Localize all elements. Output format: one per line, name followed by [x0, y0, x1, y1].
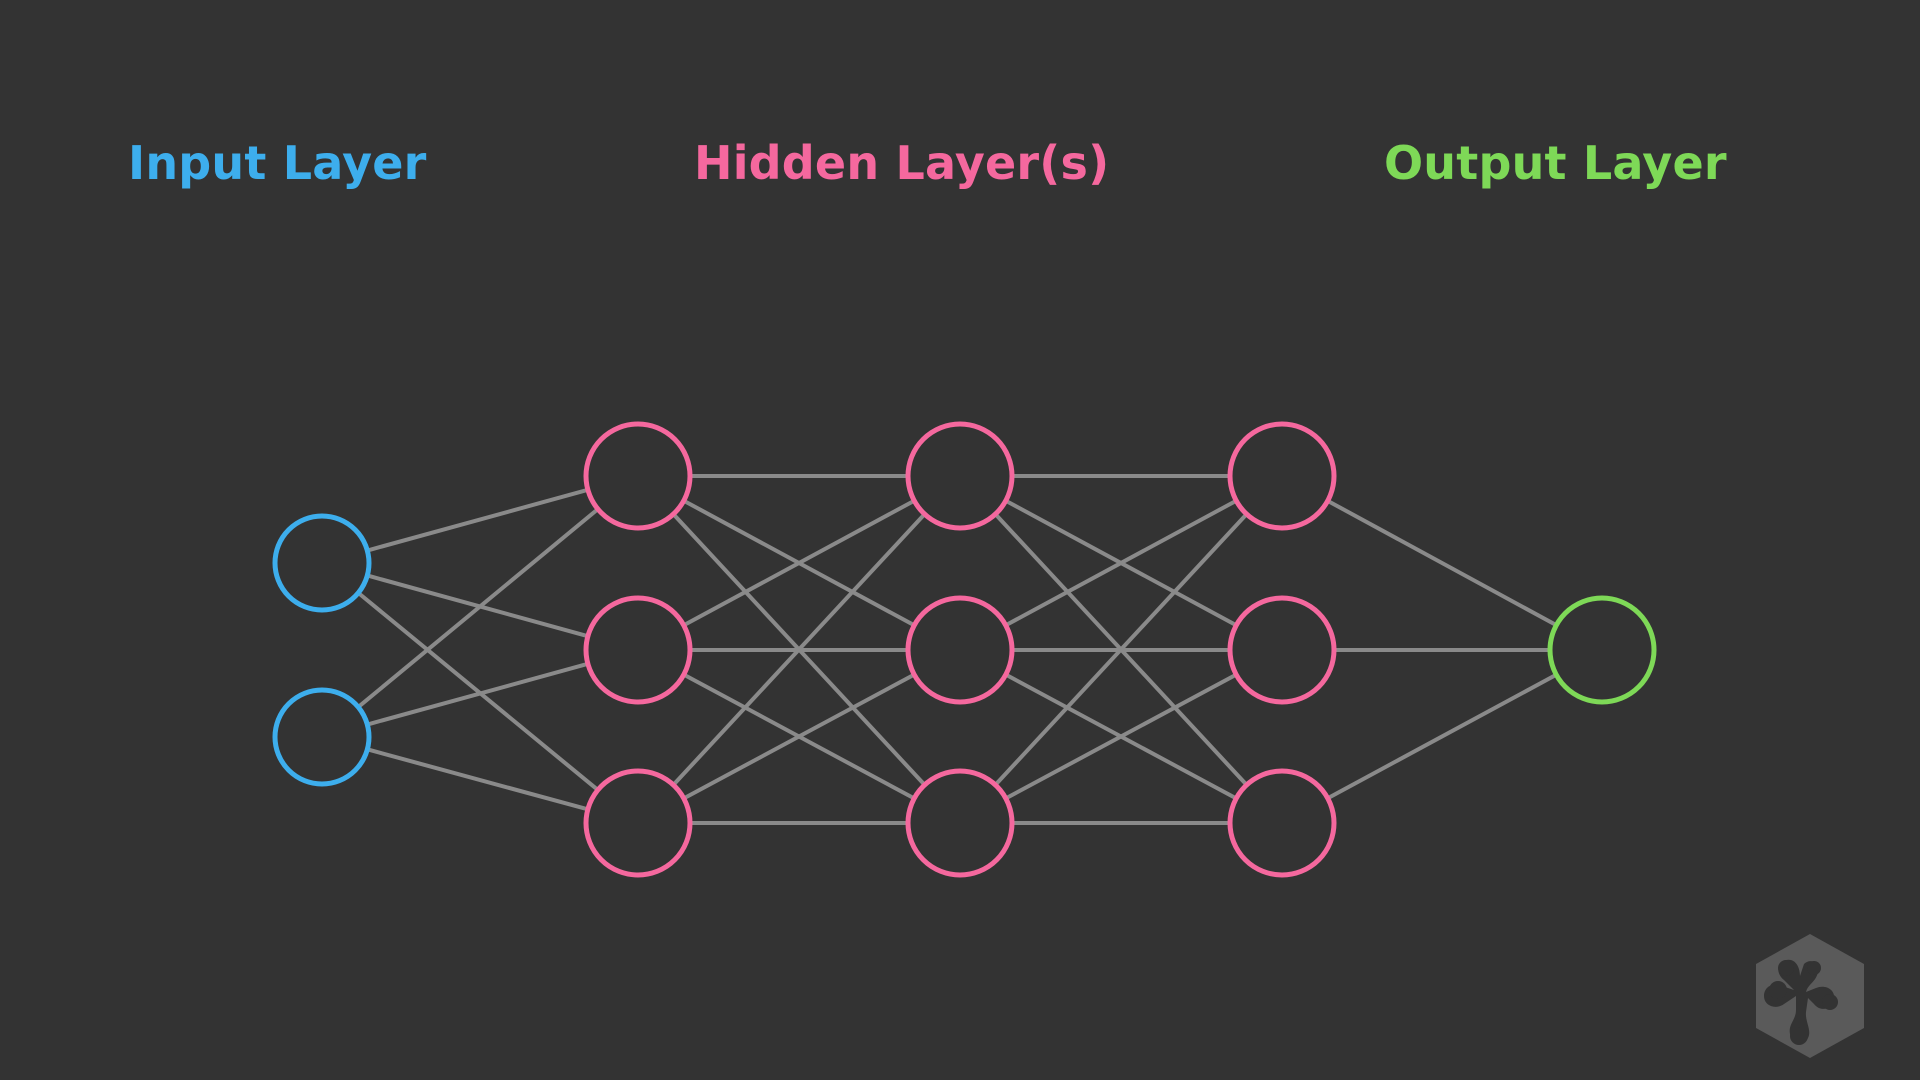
- neuron-node-hidden[interactable]: [583, 421, 693, 531]
- neuron-node-output[interactable]: [1547, 595, 1657, 705]
- neuron-node-hidden[interactable]: [583, 768, 693, 878]
- connection-line: [993, 512, 1249, 787]
- brand-watermark-logo: [1756, 934, 1864, 1058]
- neuron-node-hidden[interactable]: [1227, 768, 1337, 878]
- connection-line: [1003, 498, 1239, 628]
- connection-line: [1325, 672, 1559, 801]
- connection-line: [356, 590, 600, 792]
- connection-line: [1003, 672, 1239, 801]
- neuron-node-hidden[interactable]: [1227, 595, 1337, 705]
- neuron-node-input[interactable]: [272, 513, 372, 613]
- connection-line: [1325, 498, 1559, 628]
- neuron-node-hidden[interactable]: [1227, 421, 1337, 531]
- layer-label-hidden: Hidden Layer(s): [694, 136, 1110, 190]
- connection-line: [356, 507, 600, 710]
- connection-line: [681, 498, 917, 628]
- connections-group: [356, 474, 1559, 825]
- connection-line: [365, 747, 590, 812]
- layer-label-input: Input Layer: [128, 136, 427, 190]
- connection-line: [365, 661, 590, 727]
- layer-label-output: Output Layer: [1384, 136, 1727, 190]
- neuron-node-hidden[interactable]: [583, 595, 693, 705]
- neuron-node-input[interactable]: [272, 687, 372, 787]
- neuron-node-hidden[interactable]: [905, 595, 1015, 705]
- connection-line: [365, 573, 590, 639]
- neuron-node-hidden[interactable]: [905, 768, 1015, 878]
- connection-line: [671, 512, 927, 787]
- neuron-node-hidden[interactable]: [905, 421, 1015, 531]
- nodes-group: [272, 421, 1657, 878]
- connection-line: [365, 487, 590, 553]
- neuron-splat-icon: [1764, 959, 1838, 1045]
- connection-line: [681, 672, 917, 801]
